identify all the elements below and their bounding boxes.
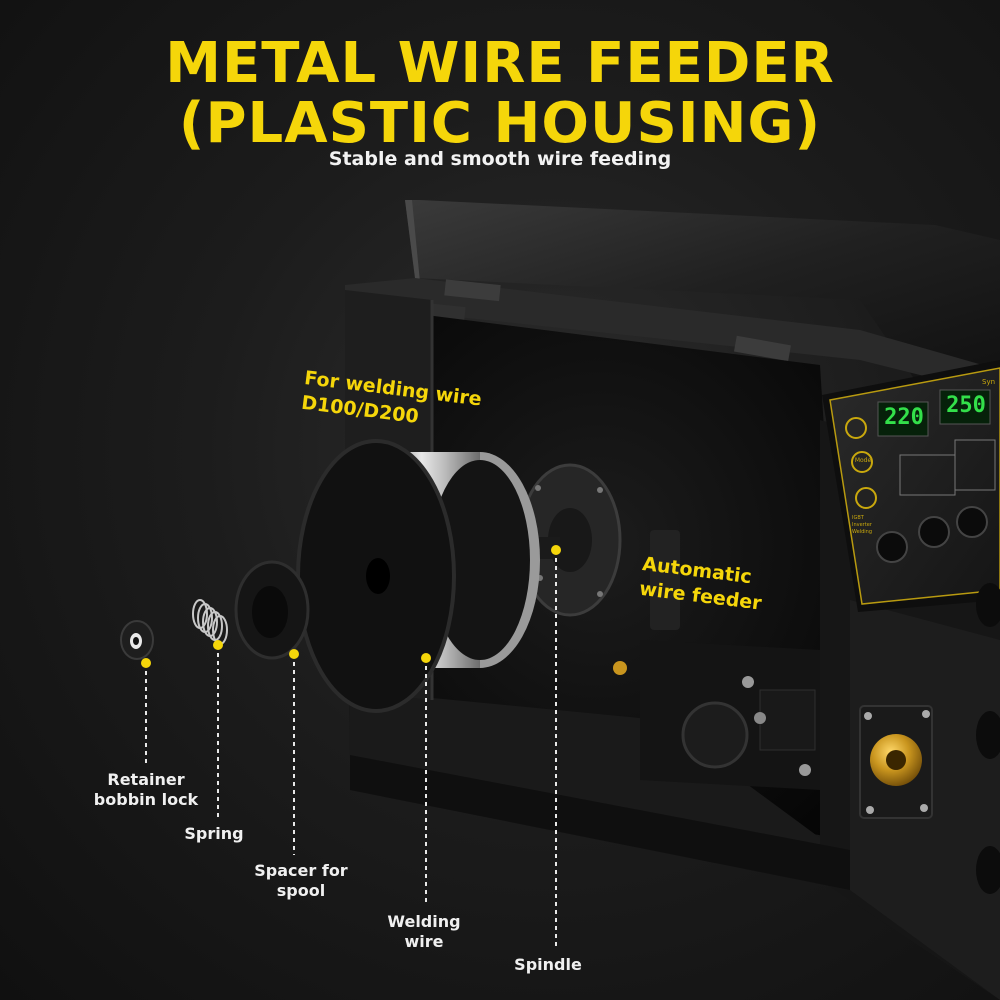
welding-wire-label-line-2: wire (404, 932, 444, 951)
badge-line-2: Inverter (852, 522, 872, 528)
control-panel (822, 360, 1000, 612)
welding-wire-marker-dot (421, 653, 431, 663)
igbt-badge: IGBT Inverter Welding (852, 515, 882, 536)
spool-spacer (234, 560, 310, 660)
subtitle: Stable and smooth wire feeding (328, 148, 672, 170)
machine-top-frame (345, 278, 1000, 395)
spindle-marker-dot (551, 545, 561, 555)
spring-marker-dot (213, 640, 223, 650)
spring-part (192, 599, 228, 645)
spacer-label-line-1: Spacer for (254, 861, 348, 880)
machine-lid (405, 200, 1000, 380)
retainer-label-line-2: bobbin lock (93, 790, 199, 809)
retainer-part (120, 620, 154, 660)
badge-line-1: IGBT (852, 515, 864, 521)
welding-wire-label: Welding wire (364, 912, 484, 952)
display-left-readout: 220 (884, 405, 924, 430)
wire-feeder-mechanism (613, 530, 820, 790)
mode-button-label: Mode (854, 457, 872, 464)
spacer-marker-dot (289, 649, 299, 659)
retainer-label: Retainer bobbin lock (76, 770, 216, 810)
retainer-marker-dot (141, 658, 151, 668)
spacer-label: Spacer for spool (236, 861, 366, 901)
spring-label: Spring (184, 824, 244, 843)
spacer-label-line-2: spool (276, 881, 326, 900)
retainer-label-line-1: Retainer (107, 770, 185, 789)
badge-line-3: Welding (852, 529, 873, 535)
panel-right-button-label: Syn (982, 378, 996, 386)
welding-wire-spool (296, 439, 540, 713)
spindle-label: Spindle (514, 955, 582, 974)
welding-wire-label-line-1: Welding (387, 912, 461, 931)
headline-line-2: (PLASTIC HOUSING) (178, 91, 822, 156)
display-right-readout: 250 (946, 393, 986, 418)
headline-line-1: METAL WIRE FEEDER (165, 31, 835, 96)
euro-torch-connector (859, 705, 933, 819)
